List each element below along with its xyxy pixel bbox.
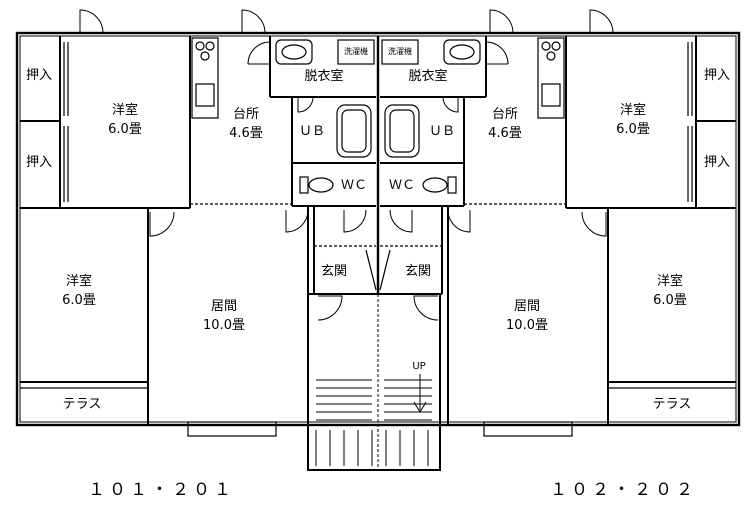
unit-number-left: １０１・２０１: [88, 480, 235, 500]
washbasin-left: [275, 39, 313, 65]
youshitsu-top-left-size: 6.0畳: [108, 122, 142, 137]
door-swings: [79, 9, 614, 321]
stair-arrow-head: [413, 401, 427, 413]
toilet-tank-right: [447, 176, 457, 194]
oshiire-top-right-label: 押入: [703, 68, 731, 83]
daidokoro-left-size: 4.6畳: [229, 126, 263, 141]
ub-right-label: ＵＢ: [428, 124, 456, 139]
washer-right: [381, 39, 419, 65]
daidokoro-left-name: 台所: [232, 107, 260, 122]
wc-left-label: ＷＣ: [340, 178, 368, 193]
kitchen-sink-right: [541, 83, 561, 107]
youshitsu-bottom-right-name: 洋室: [656, 274, 684, 289]
oshiire-top-left-label: 押入: [25, 68, 53, 83]
ima-right-size: 10.0畳: [506, 318, 548, 333]
living-window-left: [187, 421, 277, 437]
stove-burner-left-b: [205, 41, 215, 51]
terrace-right-label: テラス: [652, 397, 692, 412]
datsuishitsu-left-label: 脱衣室: [304, 69, 344, 84]
shoebox-left: [365, 249, 377, 291]
stove-burner-left-c: [200, 51, 210, 61]
youshitsu-bottom-left-size: 6.0畳: [62, 293, 96, 308]
stairwell: [307, 293, 441, 471]
stair-treads: [315, 379, 432, 466]
stairs-up-label: UP: [412, 361, 426, 372]
bathtub-right: [384, 104, 420, 158]
stove-burner-right-c: [546, 51, 556, 61]
bathtub-inner-right: [389, 109, 415, 153]
toilet-tank-left: [299, 176, 309, 194]
stove-burner-right-b: [551, 41, 561, 51]
shoebox-right: [379, 249, 391, 291]
washer-left: [337, 39, 375, 65]
living-window-right: [483, 421, 573, 437]
youshitsu-bottom-right-size: 6.0畳: [653, 293, 687, 308]
bathtub-inner-left: [341, 109, 367, 153]
kitchen-counter-left: [191, 37, 219, 119]
washbasin-right: [443, 39, 481, 65]
toilet-left: [308, 177, 334, 193]
bathtub-left: [336, 104, 372, 158]
ima-right-name: 居間: [513, 299, 541, 314]
oshiire-bottom-right-label: 押入: [703, 155, 731, 170]
terrace-left-label: テラス: [62, 397, 102, 412]
oshiire-bottom-left-label: 押入: [25, 155, 53, 170]
washbasin-bowl-right: [449, 44, 475, 60]
genkan-left-label: 玄関: [320, 264, 348, 279]
youshitsu-top-right-size: 6.0畳: [616, 122, 650, 137]
washer-right-label: 洗濯機: [388, 47, 412, 56]
ima-left-name: 居間: [210, 299, 238, 314]
kitchen-sink-left: [195, 83, 215, 107]
ub-left-label: ＵＢ: [298, 124, 326, 139]
stove-burner-right-a: [541, 41, 551, 51]
washbasin-bowl-left: [281, 44, 307, 60]
daidokoro-right-name: 台所: [491, 107, 519, 122]
washer-left-label: 洗濯機: [344, 47, 368, 56]
toilet-right: [422, 177, 448, 193]
wc-right-label: ＷＣ: [388, 178, 416, 193]
datsuishitsu-right-label: 脱衣室: [408, 69, 448, 84]
youshitsu-top-left-name: 洋室: [111, 103, 139, 118]
kitchen-counter-right: [537, 37, 565, 119]
ima-left-size: 10.0畳: [203, 318, 245, 333]
stove-burner-left-a: [195, 41, 205, 51]
youshitsu-top-right-name: 洋室: [619, 103, 647, 118]
genkan-right-label: 玄関: [404, 264, 432, 279]
daidokoro-right-size: 4.6畳: [488, 126, 522, 141]
youshitsu-bottom-left-name: 洋室: [65, 274, 93, 289]
unit-number-right: １０２・２０２: [550, 480, 697, 500]
